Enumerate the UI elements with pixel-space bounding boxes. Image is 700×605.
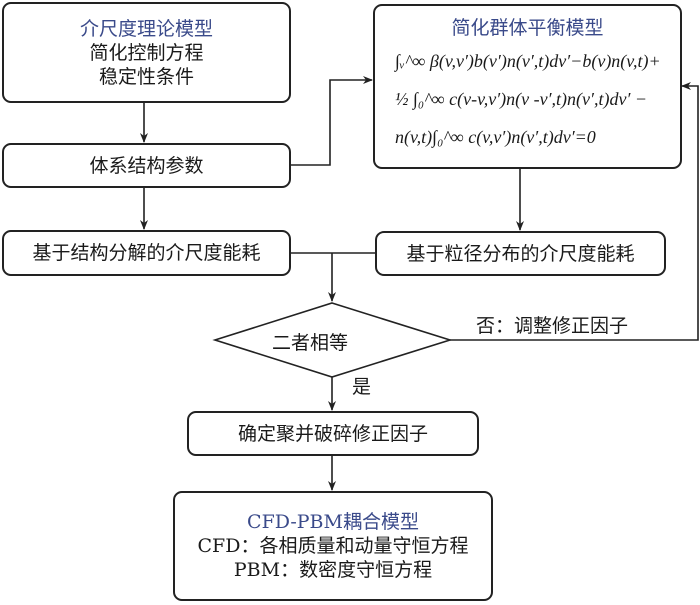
node-label: 确定聚并破碎修正因子 [237, 422, 428, 445]
edge-label-yes: 是 [352, 376, 372, 398]
node-title: 介尺度理论模型 [79, 17, 213, 40]
node-line: 稳定性条件 [98, 65, 194, 88]
edge-decision-no-feedback [450, 82, 699, 341]
node-energy-psd: 基于粒径分布的介尺度能耗 [375, 231, 666, 276]
equation-line: ½ ∫₀^∞ c(v-v,v′)n(v -v′,t)n(v′,t)dv′ − [395, 89, 648, 109]
node-mesoscale-model: 介尺度理论模型 简化控制方程 稳定性条件 [2, 2, 291, 103]
node-cfd-pbm: CFD-PBM耦合模型 CFD：各相质量和动量守恒方程 PBM：数密度守恒方程 [173, 491, 493, 601]
edge-label-no: 否：调整修正因子 [476, 315, 629, 337]
node-structure-params: 体系结构参数 [2, 143, 291, 188]
node-label: 基于结构分解的介尺度能耗 [32, 242, 261, 264]
node-energy-structure: 基于结构分解的介尺度能耗 [2, 230, 291, 276]
edge-params-to-pbm [290, 76, 373, 166]
decision-label: 二者相等 [272, 332, 349, 354]
node-pbm-model: 简化群体平衡模型 ∫ᵥ^∞ β(v,v′)b(v′)n(v′,t)dv′−b(v… [373, 4, 682, 169]
equation-line: n(v,t)∫₀^∞ c(v,v′)n(v′,t)dv′=0 [395, 127, 596, 147]
node-title: CFD-PBM耦合模型 [247, 511, 419, 533]
node-label: 体系结构参数 [89, 154, 204, 177]
node-line: 简化控制方程 [89, 41, 204, 64]
node-line: CFD：各相质量和动量守恒方程 [197, 535, 469, 557]
node-correction: 确定聚并破碎修正因子 [187, 411, 479, 456]
node-label: 基于粒径分布的介尺度能耗 [406, 242, 635, 265]
node-title: 简化群体平衡模型 [451, 17, 604, 39]
node-line: PBM：数密度守恒方程 [233, 559, 433, 581]
equation-line: ∫ᵥ^∞ β(v,v′)b(v′)n(v′,t)dv′−b(v)n(v,t)+ [395, 51, 661, 71]
